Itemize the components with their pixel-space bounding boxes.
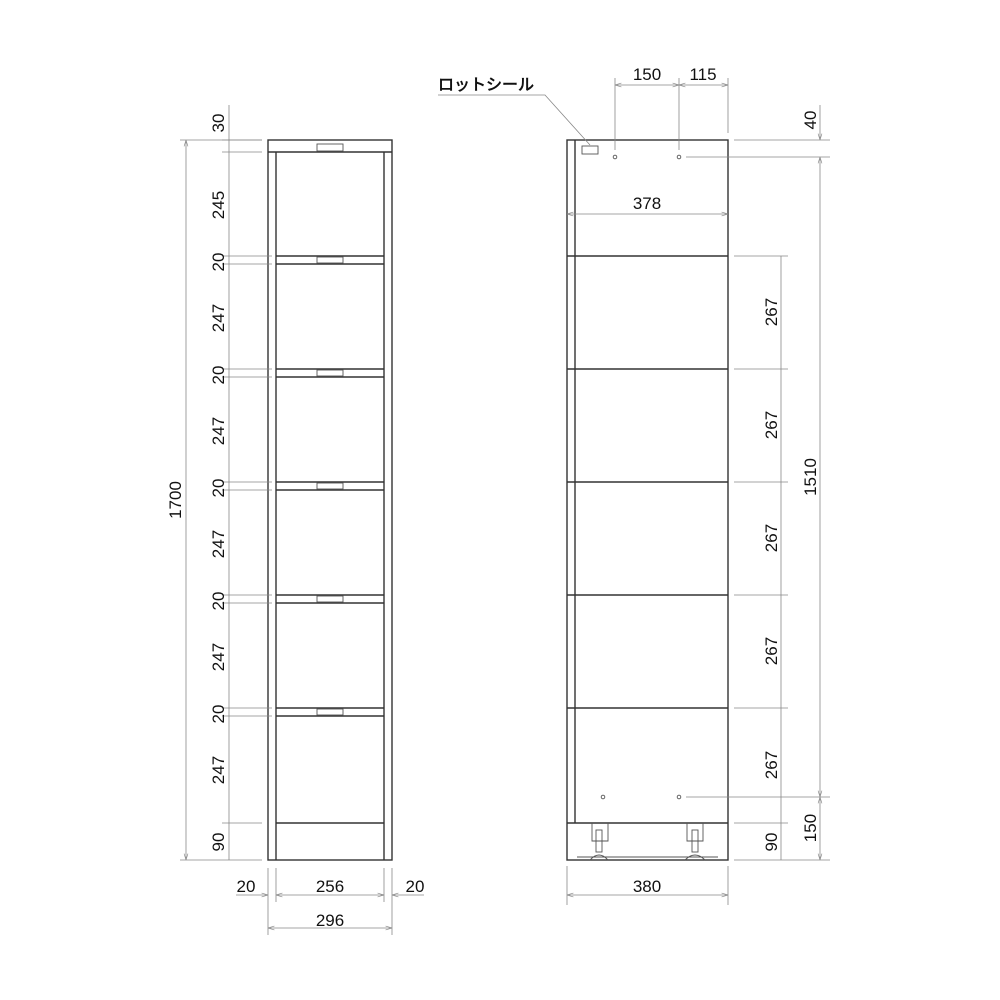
dim-shelf-5: 20 (209, 705, 228, 724)
shelves (276, 255, 384, 824)
dim-top-thickness: 30 (209, 114, 228, 133)
dim-compartment-2: 247 (209, 417, 228, 445)
dim-pitch-2: 267 (762, 411, 781, 439)
dim-inner-depth: 378 (633, 194, 661, 213)
dim-base-height: 90 (209, 833, 228, 852)
side-shelves (567, 255, 728, 824)
dim-pitch-1: 267 (762, 298, 781, 326)
dim-pitch-3: 267 (762, 524, 781, 552)
mount-hole (612, 154, 618, 160)
adjuster-feet (577, 823, 718, 861)
dim-compartment-4: 247 (209, 643, 228, 671)
dim-overall-height: 1700 (166, 481, 185, 519)
dim-shelf-3: 20 (209, 479, 228, 498)
dim-compartment-5: 247 (209, 756, 228, 784)
side-view: ロットシール 150 115 378 40 (438, 65, 830, 905)
dim-top-compartment: 245 (209, 191, 228, 219)
lot-seal-leader (438, 94, 591, 146)
dim-overall-width: 296 (316, 911, 344, 930)
side-height-dimensions: 40 267 267 267 267 267 90 1510 150 (686, 105, 830, 861)
dim-shelf-1: 20 (209, 253, 228, 272)
front-view: 30 245 20 247 20 247 20 247 20 247 20 24… (166, 105, 424, 935)
lot-seal (581, 145, 599, 155)
shelf-handle (316, 595, 344, 603)
mount-hole (600, 794, 606, 800)
dim-side-base: 90 (762, 833, 781, 852)
lot-seal-label: ロットシール (438, 75, 534, 94)
dim-left-side: 20 (237, 877, 256, 896)
handle-top (316, 143, 344, 152)
dim-shelf-4: 20 (209, 592, 228, 611)
dim-bottom-hole-offset: 150 (801, 814, 820, 842)
dim-pitch-5: 267 (762, 751, 781, 779)
dim-compartment-3: 247 (209, 530, 228, 558)
dim-inner-width: 256 (316, 877, 344, 896)
front-width-dimensions: 20 256 20 296 (236, 868, 424, 935)
front-height-dimensions: 30 245 20 247 20 247 20 247 20 247 20 24… (166, 105, 272, 861)
side-outline (566, 139, 729, 861)
dim-hole-offset-1: 150 (633, 65, 661, 84)
dim-right-side: 20 (406, 877, 425, 896)
dim-compartment-1: 247 (209, 304, 228, 332)
dim-hole-span: 1510 (801, 458, 820, 496)
mount-hole (676, 794, 682, 800)
mount-hole (676, 154, 682, 160)
shelf-handle (316, 708, 344, 716)
shelf-handle (316, 482, 344, 490)
dim-overall-depth: 380 (633, 877, 661, 896)
shelf-handle (316, 369, 344, 377)
dim-hole-offset-2: 115 (689, 65, 716, 84)
dim-shelf-2: 20 (209, 366, 228, 385)
dim-pitch-4: 267 (762, 637, 781, 665)
cabinet-outline (267, 139, 393, 861)
dim-top-hole-offset: 40 (801, 111, 820, 130)
shelf-handle (316, 256, 344, 264)
